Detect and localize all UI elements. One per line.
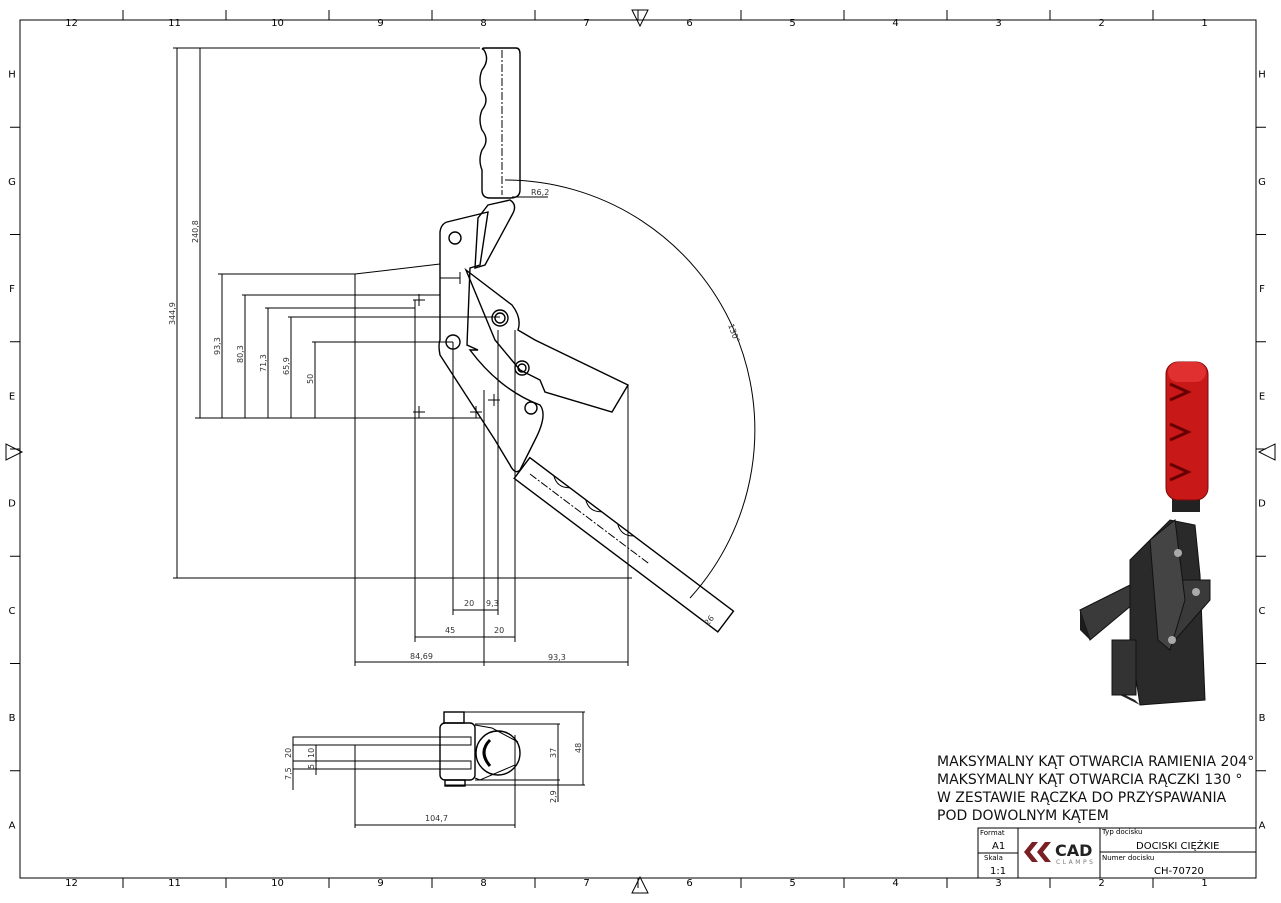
dim-handle-width: 26 <box>703 614 716 628</box>
dim-angle: 130° <box>726 323 741 344</box>
scale-value: 1:1 <box>990 866 1006 877</box>
column-label: 9 <box>377 878 383 889</box>
number-label: Numer docisku <box>1102 854 1154 862</box>
dim-65-9: 65,9 <box>282 357 291 375</box>
dim-45: 45 <box>445 626 455 635</box>
notes: MAKSYMALNY KĄT OTWARCIA RAMIENIA 204° MA… <box>937 754 1254 824</box>
row-label: H <box>1258 70 1266 81</box>
dim-top-5: 5 <box>307 764 316 769</box>
scale-label: Skala <box>984 854 1003 862</box>
note-line: W ZESTAWIE RĄCZKA DO PRZYSPAWANIA <box>937 790 1227 806</box>
column-label: 6 <box>686 18 692 29</box>
dim-71-3: 71,3 <box>259 354 268 372</box>
logo-subtext: CLAMPS <box>1056 859 1095 866</box>
column-label: 7 <box>583 18 589 29</box>
cad-clamps-logo: CAD CLAMPS <box>1024 841 1095 866</box>
border-ticks <box>10 10 1266 888</box>
dim-overall-height: 344,9 <box>168 302 177 325</box>
dim-84-69: 84,69 <box>410 652 433 661</box>
dim-top-10: 10 <box>307 748 316 758</box>
row-label: F <box>1259 284 1265 295</box>
column-label: 2 <box>1098 878 1104 889</box>
dim-20-b: 20 <box>494 626 504 635</box>
row-label: C <box>9 606 16 617</box>
dim-80-3: 80,3 <box>236 345 245 363</box>
column-label: 9 <box>377 18 383 29</box>
row-label: B <box>9 713 16 724</box>
column-label: 3 <box>995 878 1001 889</box>
number-value: CH-70720 <box>1154 866 1204 877</box>
center-mark-left <box>5 443 24 461</box>
handle-upright <box>479 47 521 199</box>
note-line: MAKSYMALNY KĄT OTWARCIA RĄCZKI 130 ° <box>937 772 1242 788</box>
dim-top-2-9: 2,9 <box>549 790 558 803</box>
column-label: 11 <box>168 878 181 889</box>
column-label: 7 <box>583 878 589 889</box>
dim-top-48: 48 <box>574 743 583 753</box>
row-label: A <box>9 820 16 831</box>
center-mark-right <box>1257 443 1276 461</box>
dim-top-104-7: 104,7 <box>425 814 448 823</box>
row-label: E <box>1259 391 1265 402</box>
column-label: 4 <box>892 18 898 29</box>
dim-handle-height: 240,8 <box>191 220 200 243</box>
sheet-border <box>19 19 1257 879</box>
column-label: 1 <box>1201 18 1207 29</box>
dim-top-7-5: 7,5 <box>284 767 293 780</box>
row-label: A <box>1259 820 1266 831</box>
angle-arc <box>504 179 756 599</box>
dim-top-37: 37 <box>549 748 558 758</box>
top-view: 20 10 5 7,5 37 48 2,9 104,7 <box>284 711 585 828</box>
type-label: Typ docisku <box>1101 828 1142 836</box>
clamp-arm <box>464 267 629 413</box>
dim-50: 50 <box>306 374 315 384</box>
row-label: B <box>1259 713 1266 724</box>
note-line: POD DOWOLNYM KĄTEM <box>937 808 1109 824</box>
column-label: 12 <box>65 18 78 29</box>
note-line: MAKSYMALNY KĄT OTWARCIA RAMIENIA 204° <box>937 754 1254 770</box>
row-label: E <box>9 391 15 402</box>
dim-93-3-right: 93,3 <box>548 653 566 662</box>
dim-20-a: 20 <box>464 599 474 608</box>
format-label: Format <box>980 829 1005 837</box>
center-mark-bottom <box>631 875 649 894</box>
row-label: C <box>1259 606 1266 617</box>
clamp-3d-render <box>1079 361 1211 706</box>
column-label: 6 <box>686 878 692 889</box>
column-label: 8 <box>480 18 486 29</box>
dim-top-20: 20 <box>284 748 293 758</box>
title-block: Format A1 Skala 1:1 CAD CLAMPS Typ docis… <box>977 827 1257 879</box>
column-label: 3 <box>995 18 1001 29</box>
dim-radius: R6,2 <box>531 188 549 197</box>
column-label: 1 <box>1201 878 1207 889</box>
handle-inclined <box>513 456 735 633</box>
dim-9-3: 9,3 <box>486 599 499 608</box>
dim-93-3: 93,3 <box>213 337 222 355</box>
type-value: DOCISKI CIĘŻKIE <box>1136 839 1219 852</box>
row-label: F <box>9 284 15 295</box>
front-view: 344,9 240,8 93,3 80,3 71,3 65,9 50 20 9,… <box>168 47 756 666</box>
column-label: 5 <box>789 878 795 889</box>
row-label: G <box>8 177 16 188</box>
clamp-body <box>438 211 544 473</box>
column-label: 2 <box>1098 18 1104 29</box>
column-label: 11 <box>168 18 181 29</box>
center-mark-top <box>631 9 649 28</box>
column-label: 8 <box>480 878 486 889</box>
column-label: 12 <box>65 878 78 889</box>
row-label: D <box>1258 499 1266 510</box>
column-label: 10 <box>271 878 284 889</box>
row-label: H <box>8 70 16 81</box>
logo-text: CAD <box>1055 841 1092 860</box>
column-label: 4 <box>892 878 898 889</box>
format-value: A1 <box>992 841 1005 852</box>
column-label: 10 <box>271 18 284 29</box>
column-label: 5 <box>789 18 795 29</box>
row-label: D <box>8 499 16 510</box>
row-label: G <box>1258 177 1266 188</box>
